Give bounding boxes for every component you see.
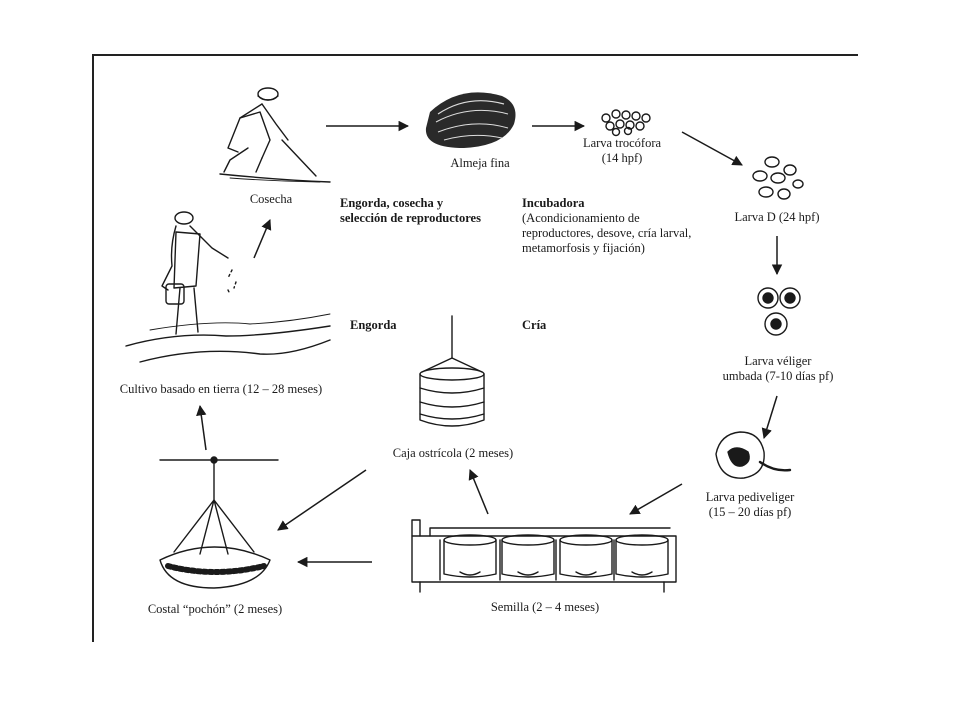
sower-figure (125, 211, 331, 363)
label-pediveliger-line-1: Larva pediveliger (705, 490, 795, 504)
harvester-figure (219, 87, 331, 183)
trochophore-larvae (601, 109, 651, 137)
oyster-box (419, 315, 485, 427)
section-incubadora-desc-2: reproductores, desove, cría larval, (522, 226, 692, 240)
arrow-caja-to-costal (277, 469, 367, 531)
section-incubadora-desc-3: metamorfosis y fijación) (522, 241, 645, 255)
label-veliger-line-2: umbada (7-10 días pf) (722, 369, 834, 383)
arrow-costal-to-cultivo (196, 404, 207, 451)
arrow-trocofora-to-larva-d (681, 131, 743, 166)
mesh-bag (159, 456, 279, 589)
label-costal-pochon: Costal “pochón” (2 meses) (147, 602, 283, 616)
diagram-frame (92, 54, 858, 642)
label-trocofora-line-1: Larva trocófora (582, 136, 662, 150)
section-engorda-cosecha-line-1: Engorda, cosecha y (340, 196, 444, 210)
label-larva-trocofora: Larva trocófora (14 hpf) (560, 136, 684, 166)
arrow-veliger-to-pediveliger (761, 395, 778, 440)
label-larva-veliger: Larva véliger umbada (7-10 días pf) (708, 354, 848, 384)
larva-d-cluster (752, 156, 804, 200)
section-engorda-cosecha-line-2: selección de reproductores (340, 211, 481, 225)
section-incubadora: Incubadora (Acondicionamiento de reprodu… (522, 196, 691, 256)
seed-tank (411, 519, 677, 593)
pediveliger-larva (715, 431, 792, 479)
veliger-larvae (757, 287, 801, 336)
clam-illustration (425, 92, 516, 148)
section-engorda-cosecha: Engorda, cosecha y selección de reproduc… (340, 196, 481, 226)
label-larva-pediveliger: Larva pediveliger (15 – 20 días pf) (680, 490, 820, 520)
section-incubadora-title: Incubadora (522, 196, 585, 210)
arrow-cultivo-to-cosecha (253, 219, 272, 259)
section-cria: Cría (522, 318, 547, 332)
label-almeja-fina: Almeja fina (450, 156, 510, 170)
label-cultivo-tierra: Cultivo basado en tierra (12 – 28 meses) (119, 382, 323, 396)
section-incubadora-desc-1: (Acondicionamiento de (522, 211, 640, 225)
label-semilla: Semilla (2 – 4 meses) (490, 600, 600, 614)
label-cosecha: Cosecha (249, 192, 293, 206)
arrow-semilla-to-caja (468, 469, 489, 515)
section-engorda: Engorda (350, 318, 397, 332)
arrow-pediveliger-to-semilla (629, 483, 683, 515)
label-veliger-line-1: Larva véliger (744, 354, 812, 368)
label-caja-ostricola: Caja ostrícola (2 meses) (392, 446, 514, 460)
label-larva-d: Larva D (24 hpf) (734, 210, 820, 224)
label-trocofora-line-2: (14 hpf) (601, 151, 643, 165)
label-pediveliger-line-2: (15 – 20 días pf) (708, 505, 792, 519)
